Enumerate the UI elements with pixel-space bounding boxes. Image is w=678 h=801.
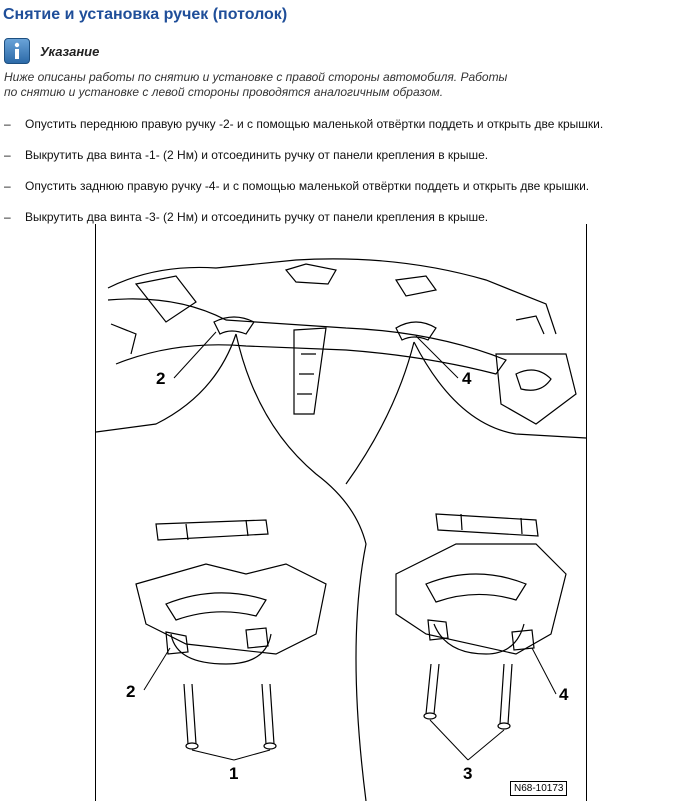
leader-lines bbox=[143, 331, 557, 761]
step-item: –Опустить заднюю правую ручку -4- и с по… bbox=[4, 178, 603, 194]
steps-list: –Опустить переднюю правую ручку -2- и с … bbox=[4, 116, 603, 240]
step-text: Опустить переднюю правую ручку -2- и с п… bbox=[25, 117, 604, 131]
step-dash: – bbox=[4, 210, 11, 224]
step-dash: – bbox=[4, 148, 11, 162]
note-label: Указание bbox=[40, 43, 100, 59]
step-text: Опустить заднюю правую ручку -4- и с пом… bbox=[25, 179, 590, 193]
label-1: 1 bbox=[229, 764, 238, 783]
step-dash: – bbox=[4, 117, 11, 131]
label-2-top: 2 bbox=[156, 369, 165, 388]
step-dash: – bbox=[4, 179, 11, 193]
note-header: Указание bbox=[4, 38, 99, 64]
enlarge-outline bbox=[96, 333, 586, 801]
drawing-svg: 2 4 2 4 1 3 bbox=[96, 258, 586, 801]
step-text: Выкрутить два винта -1- (2 Нм) и отсоеди… bbox=[25, 148, 489, 162]
label-4-top: 4 bbox=[462, 369, 472, 388]
label-2-bottom: 2 bbox=[126, 682, 135, 701]
note-line: по снятию и установке с левой стороны пр… bbox=[4, 85, 444, 99]
step-text: Выкрутить два винта -3- (2 Нм) и отсоеди… bbox=[25, 210, 489, 224]
page-title: Снятие и установка ручек (потолок) bbox=[3, 6, 288, 23]
note-text: Ниже описаны работы по снятию и установк… bbox=[4, 70, 564, 100]
label-4-bottom: 4 bbox=[559, 685, 569, 704]
label-3: 3 bbox=[463, 764, 472, 783]
info-icon bbox=[4, 38, 30, 64]
note-line: Ниже описаны работы по снятию и установк… bbox=[4, 70, 508, 84]
step-item: –Выкрутить два винта -1- (2 Нм) и отсоед… bbox=[4, 147, 603, 163]
front-handle-drawing bbox=[135, 519, 327, 750]
step-item: –Опустить переднюю правую ручку -2- и с … bbox=[4, 116, 603, 132]
rear-handle-drawing bbox=[395, 513, 567, 730]
roof-frame-drawing bbox=[107, 258, 577, 425]
step-item: –Выкрутить два винта -3- (2 Нм) и отсоед… bbox=[4, 209, 603, 225]
technical-drawing: 2 4 2 4 1 3 N68-10173 bbox=[95, 224, 587, 801]
figure-reference: N68-10173 bbox=[510, 781, 568, 796]
